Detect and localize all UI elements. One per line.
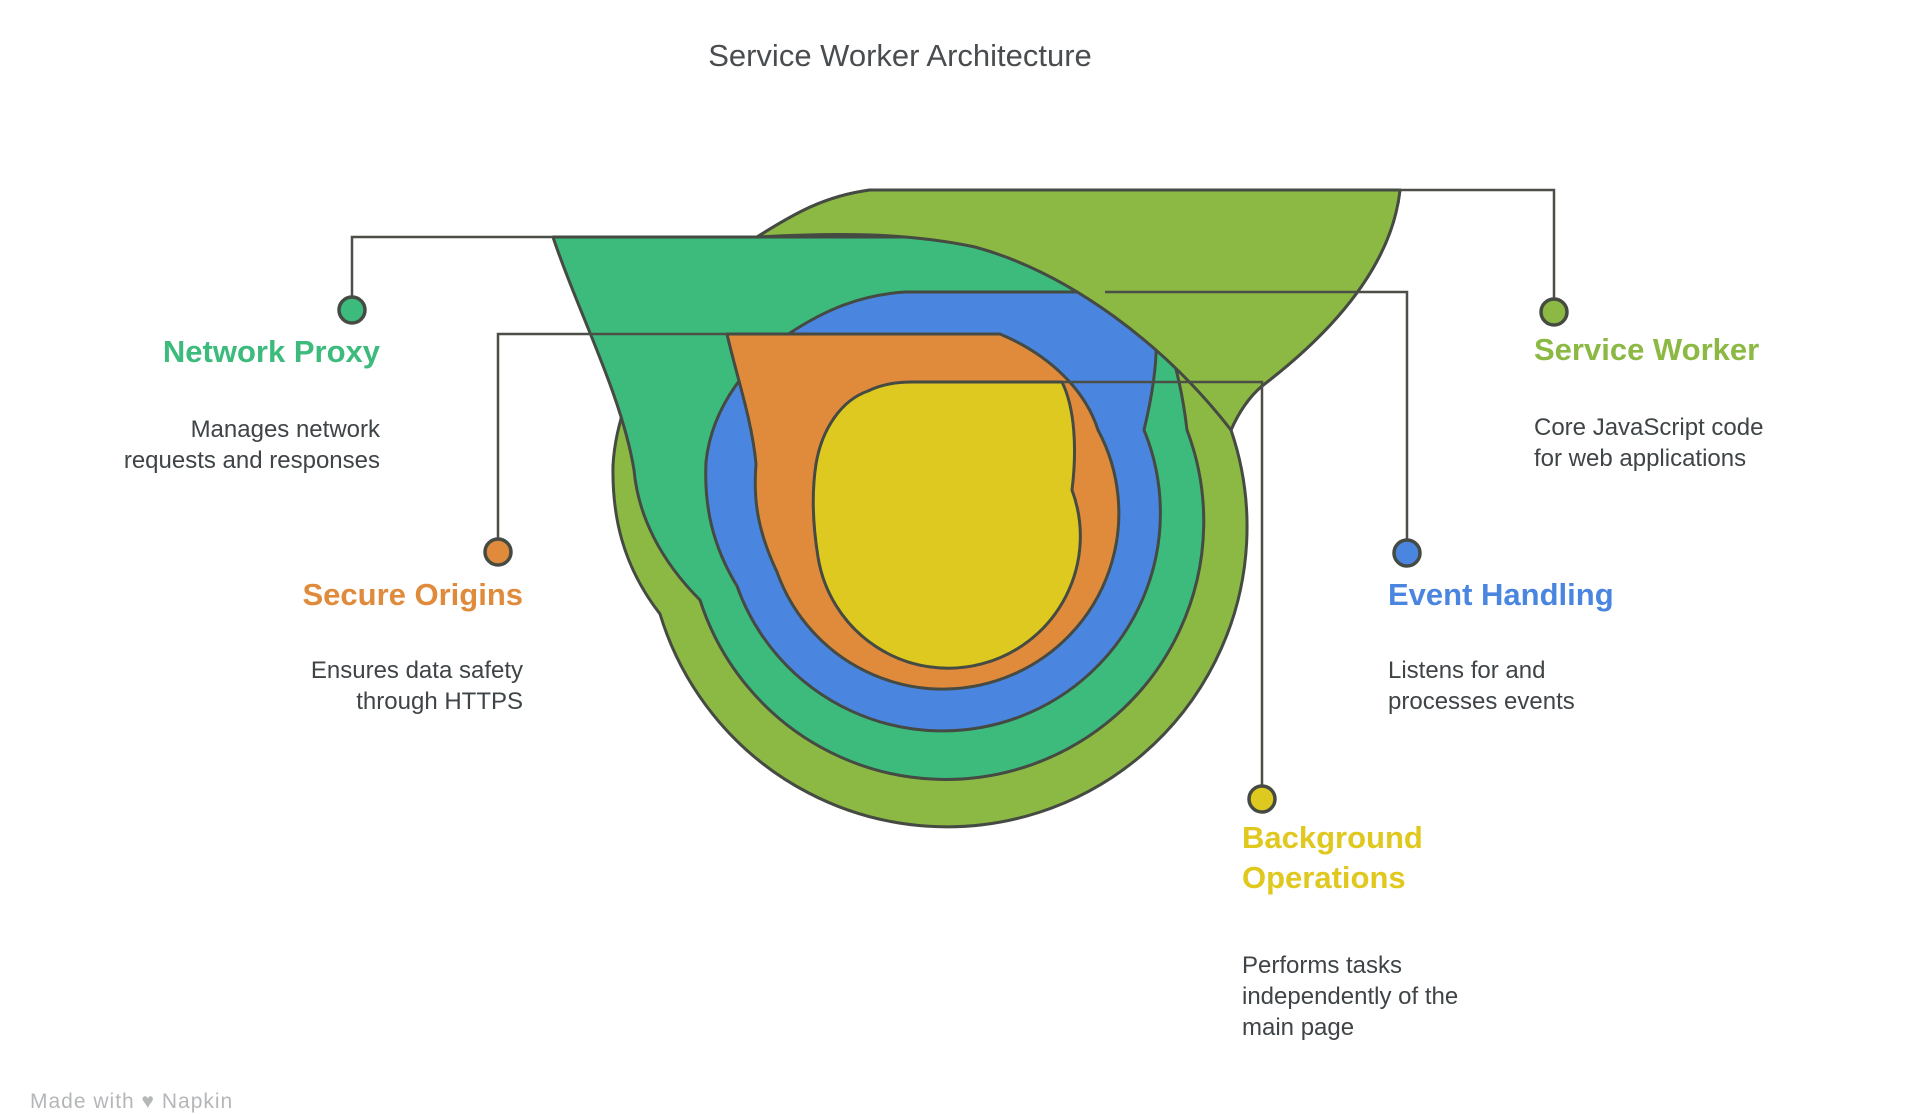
watermark: Made with ♥ Napkin	[30, 1090, 234, 1113]
label-background-operations: Background Operations	[1242, 820, 1423, 895]
label-network-proxy: Network Proxy	[162, 334, 380, 369]
dot-network-proxy	[337, 295, 367, 325]
desc-background-operations: Performs tasks independently of the main…	[1242, 952, 1459, 1041]
dot-event-handling	[1392, 538, 1422, 568]
connector-secure-origins	[496, 332, 727, 552]
connector-service-worker	[1398, 188, 1556, 312]
desc-service-worker: Core JavaScript code for web application…	[1534, 414, 1764, 472]
connector-background-operations	[1062, 380, 1264, 799]
desc-network-proxy: Manages network requests and responses	[123, 416, 380, 474]
desc-secure-origins: Ensures data safety through HTTPS	[310, 657, 523, 715]
label-secure-origins: Secure Origins	[302, 577, 523, 612]
connector-event-handling	[1105, 290, 1409, 553]
layer-service-worker-tail	[755, 188, 1402, 432]
desc-event-handling: Listens for and processes events	[1388, 657, 1575, 715]
dot-background-operations	[1247, 784, 1277, 814]
layer-background-operations	[811, 380, 1082, 670]
dot-service-worker	[1539, 297, 1569, 327]
dot-secure-origins	[483, 537, 513, 567]
label-event-handling: Event Handling	[1388, 577, 1614, 612]
label-service-worker: Service Worker	[1534, 332, 1760, 367]
connector-network-proxy	[350, 235, 553, 310]
page-title: Service Worker Architecture	[708, 38, 1092, 73]
